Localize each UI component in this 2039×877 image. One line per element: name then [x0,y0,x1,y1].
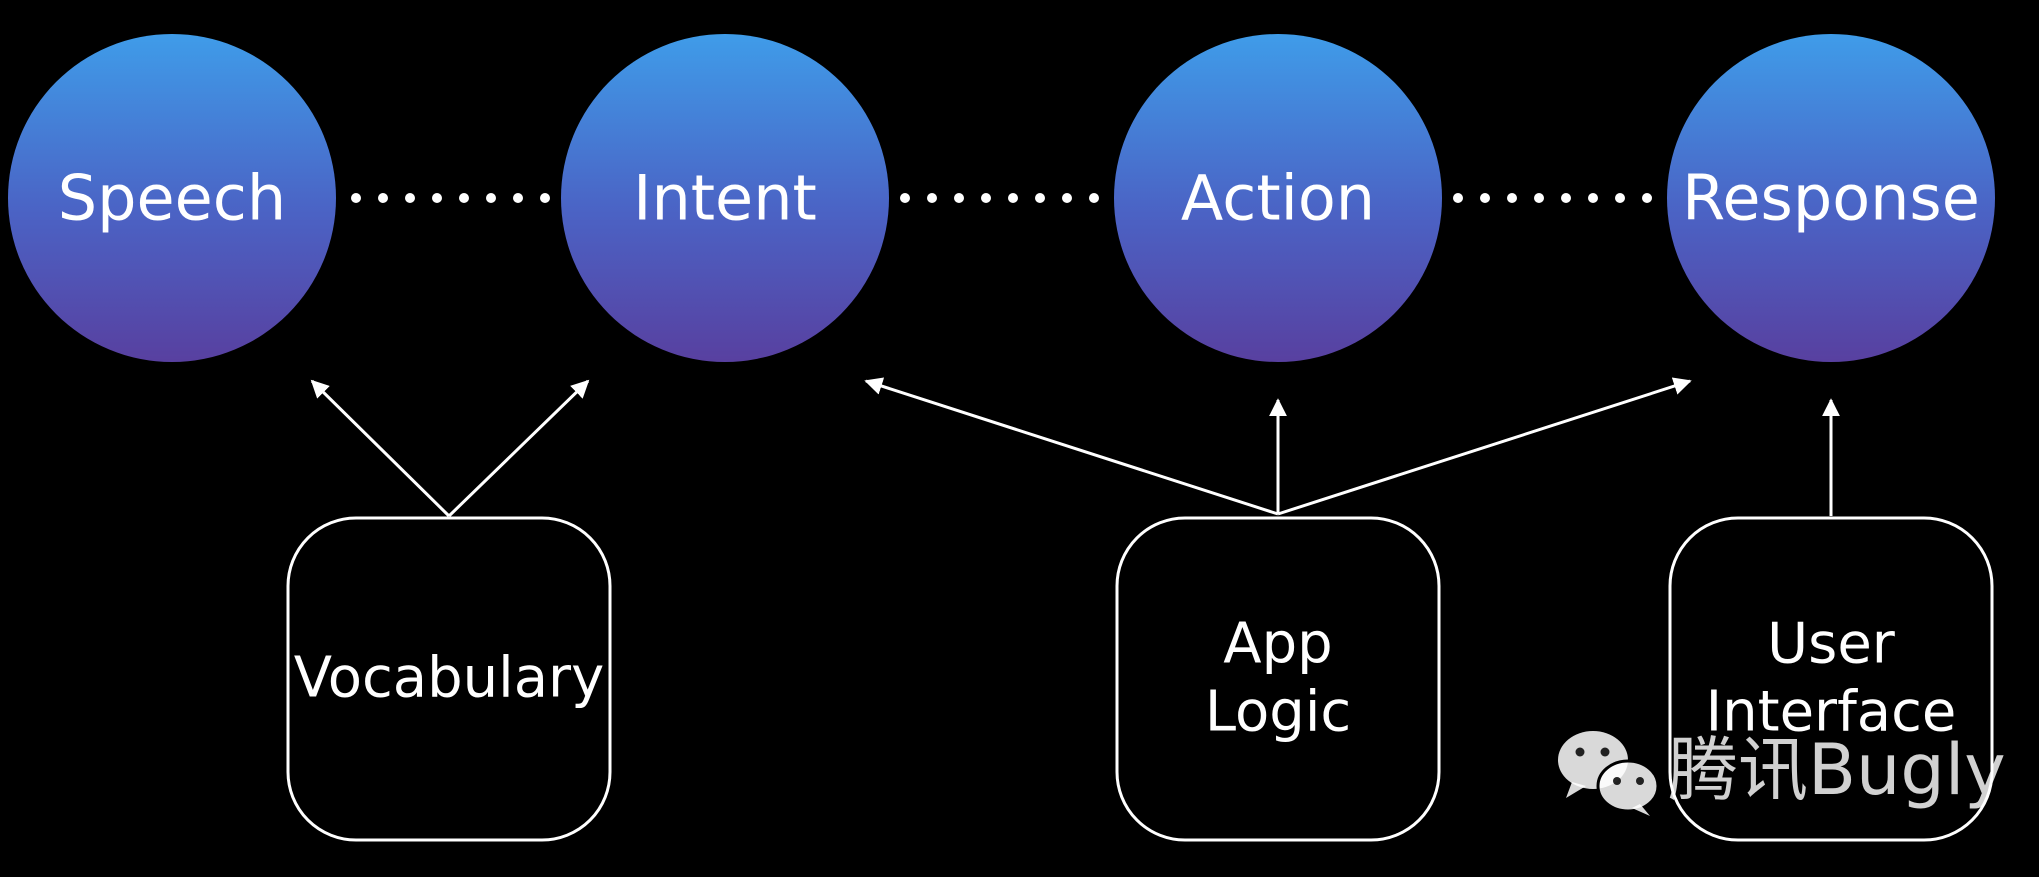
box-app-logic: App Logic [1115,516,1441,842]
arrows [310,377,1840,518]
dotted-connector-speech-intent [351,193,550,203]
box-user-interface: User Interface [1668,516,1994,842]
box-user-interface-line-2: Interface [1706,680,1957,745]
node-action: Action [1114,34,1442,362]
node-speech-label: Speech [58,162,286,235]
node-intent-label: Intent [633,162,817,235]
box-app-logic-line-1: App [1223,612,1332,677]
arrow-applogic-intent [864,377,1279,516]
box-user-interface-line-1: User [1767,612,1896,677]
node-action-label: Action [1181,162,1375,235]
box-app-logic-line-2: Logic [1205,680,1351,745]
arrow-vocabulary-intent [447,379,590,518]
node-intent: Intent [561,34,889,362]
arrow-vocabulary-speech [310,379,451,518]
node-speech: Speech [8,34,336,362]
box-vocabulary-label: Vocabulary [294,646,604,711]
arrow-applogic-response [1277,377,1692,516]
watermark: 腾讯Bugly [1558,729,2006,816]
wechat-icon [1558,731,1660,816]
watermark-text: 腾讯Bugly [1668,729,2006,811]
node-response-label: Response [1682,162,1980,235]
node-response: Response [1667,34,1995,362]
dotted-connector-intent-action [900,193,1099,203]
box-vocabulary: Vocabulary [286,516,612,842]
dotted-connector-action-response [1453,193,1652,203]
